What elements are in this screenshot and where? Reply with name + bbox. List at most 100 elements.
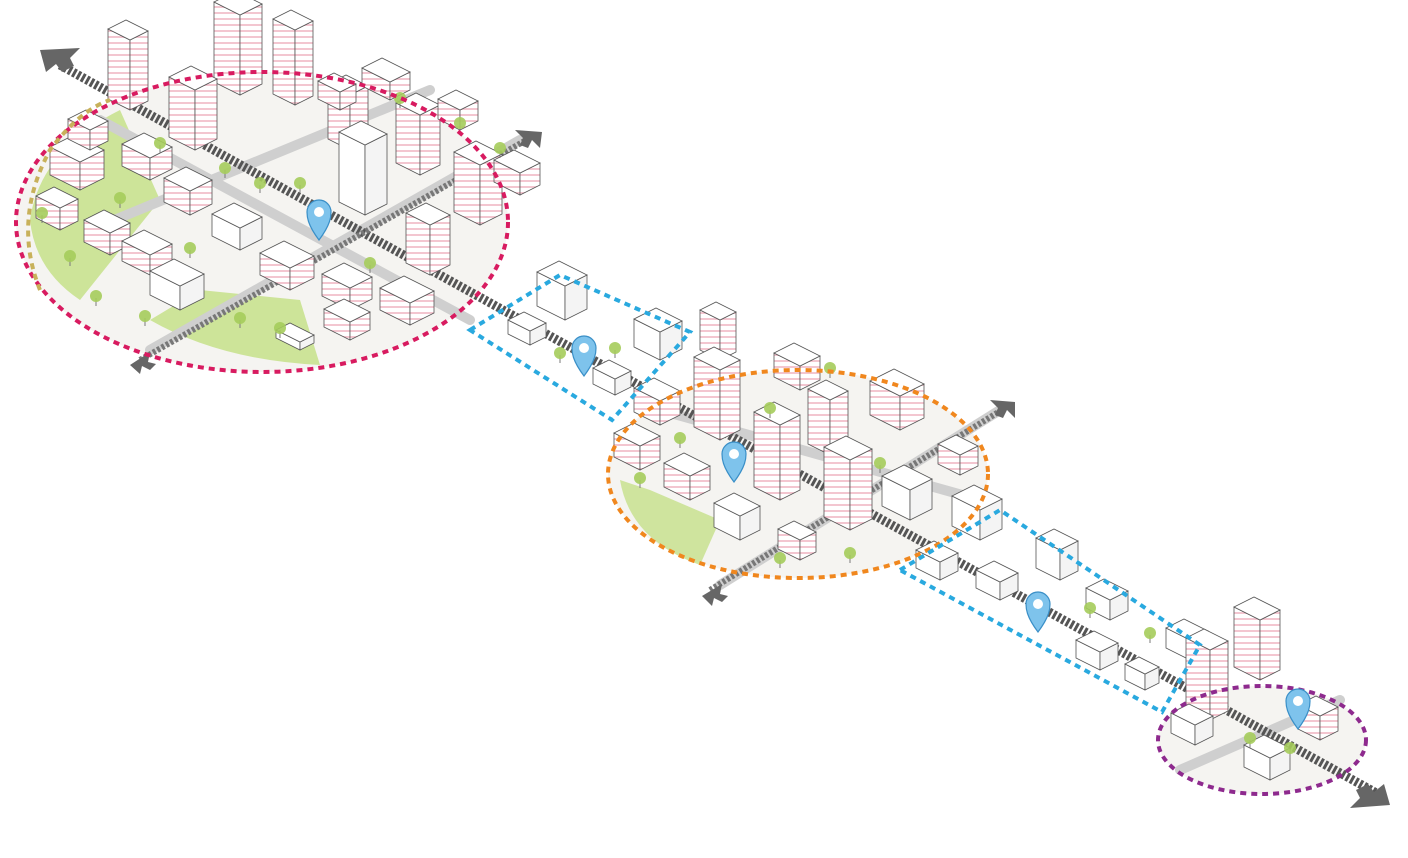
building <box>881 464 933 521</box>
station-pin-icon <box>1025 591 1051 634</box>
tree-icon <box>764 402 776 418</box>
building <box>213 0 263 96</box>
building <box>405 202 451 276</box>
building <box>259 240 315 291</box>
building <box>275 322 315 351</box>
tree-icon <box>184 242 196 258</box>
direction-arrows <box>40 48 1390 808</box>
station-pin-icon <box>306 199 332 242</box>
arrow-northwest-icon <box>40 48 80 72</box>
tree-icon <box>874 457 886 473</box>
tree-icon <box>64 250 76 266</box>
corridor-2-boundary <box>895 507 1203 715</box>
tree-icon <box>634 472 646 488</box>
building <box>1170 703 1214 746</box>
district-boundaries <box>14 70 1368 796</box>
transit-spine <box>57 61 1383 799</box>
tree-icon <box>294 177 306 193</box>
building <box>272 9 314 106</box>
building <box>975 560 1019 601</box>
building <box>323 298 371 341</box>
building <box>1185 628 1229 721</box>
building <box>211 202 263 251</box>
building <box>823 435 873 531</box>
station-pins <box>306 199 1311 731</box>
building <box>338 120 388 216</box>
building <box>699 301 737 361</box>
building <box>1243 734 1291 781</box>
building <box>1085 578 1129 621</box>
tree-icon <box>1244 732 1256 748</box>
building <box>713 492 761 541</box>
tree-icon <box>254 177 266 193</box>
secondary-transit-line <box>138 132 537 363</box>
town-center-boundary <box>606 368 990 580</box>
building <box>592 359 632 396</box>
transit-line-segment <box>57 61 1383 799</box>
tree-icon <box>219 162 231 178</box>
building <box>693 346 741 441</box>
tree-icon <box>674 432 686 448</box>
neighborhood-center-boundary <box>1156 684 1368 796</box>
tree-icon <box>774 552 786 568</box>
tree-icon <box>139 310 151 326</box>
building <box>807 379 849 456</box>
building <box>507 311 547 346</box>
building <box>379 275 435 326</box>
town-center-park <box>620 480 720 565</box>
building <box>633 377 681 426</box>
building <box>149 258 205 311</box>
tree-icon <box>274 322 286 338</box>
building <box>168 65 218 151</box>
tree-icon <box>609 342 621 358</box>
building <box>163 166 213 216</box>
tree-icon <box>1144 627 1156 643</box>
buildings <box>35 0 1339 781</box>
building <box>951 484 1003 541</box>
town-cross-line <box>708 405 1007 593</box>
regional-center-boundary-west <box>26 98 111 291</box>
building <box>869 368 925 431</box>
building <box>1035 528 1079 581</box>
building <box>915 540 959 581</box>
building <box>1075 630 1119 671</box>
building <box>1124 656 1160 691</box>
tree-icon <box>234 312 246 328</box>
tree-icon <box>154 137 166 153</box>
tree-icon <box>90 290 102 306</box>
arrow-southeast-icon <box>1350 784 1390 808</box>
building <box>493 149 541 196</box>
arrow-regional-ne-icon <box>515 130 542 148</box>
corridor-1-boundary <box>466 272 694 423</box>
trees <box>36 92 1296 758</box>
tree-icon <box>1084 602 1096 618</box>
arrow-town-ne-icon <box>990 400 1015 418</box>
tree-icon <box>554 347 566 363</box>
tree-icon <box>494 142 506 158</box>
road-regional-2 <box>85 85 435 235</box>
building <box>121 229 173 276</box>
building <box>937 434 979 476</box>
building <box>777 520 817 561</box>
station-pin-icon <box>721 441 747 484</box>
building <box>395 92 441 176</box>
building <box>453 140 503 226</box>
building <box>663 452 711 501</box>
arrow-town-sw-icon <box>702 584 728 606</box>
building <box>753 401 801 501</box>
station-pin-icon <box>1285 688 1311 731</box>
building <box>107 19 149 111</box>
regional-center-boundary <box>14 70 510 374</box>
tree-icon <box>36 207 48 223</box>
building <box>1233 596 1281 681</box>
station-pin-icon <box>571 335 597 378</box>
building <box>49 134 105 191</box>
building <box>536 260 588 321</box>
tree-icon <box>1284 742 1296 758</box>
tree-icon <box>364 257 376 273</box>
arrow-regional-sw-icon <box>130 352 156 374</box>
regional-center-park-south <box>150 290 320 365</box>
tree-icon <box>844 547 856 563</box>
tree-icon <box>114 192 126 208</box>
